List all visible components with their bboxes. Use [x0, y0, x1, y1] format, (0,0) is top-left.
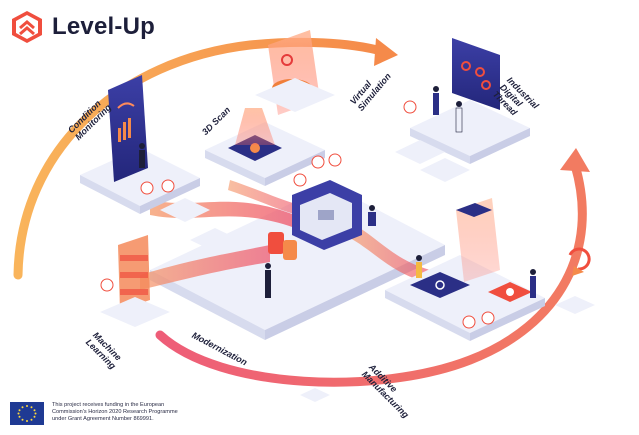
person-operator [369, 205, 375, 211]
badge-icon-7 [100, 278, 114, 292]
recycle-icon [568, 247, 591, 271]
person-thread-1 [433, 86, 439, 92]
printer-box [456, 198, 500, 282]
person-monitoring [139, 143, 145, 149]
flow-arrow-bottom [155, 160, 587, 387]
blueprint-pad [410, 272, 470, 298]
funding-footer: This project receives funding in the Eur… [10, 402, 227, 425]
alert-badge-icon [293, 173, 307, 187]
flow-arrow-top [13, 37, 390, 280]
badge-icon-5 [311, 155, 325, 169]
badge-icon-8 [462, 315, 476, 329]
person-thread-2 [456, 101, 462, 107]
badge-icon-9 [481, 311, 495, 325]
data-ribbon-3 [350, 225, 430, 282]
person-additive-2 [530, 269, 536, 275]
brand-title: Level-Up [52, 13, 155, 40]
badge-icon-6 [328, 153, 342, 167]
wifi-badge-icon [140, 181, 154, 195]
wifi-icon [117, 102, 135, 109]
gear-icon-2 [435, 280, 445, 290]
wifi-badge-icon-2 [403, 100, 417, 114]
search-badge-icon [161, 179, 175, 193]
brand-header: Level-Up [10, 10, 155, 44]
gear-icon [281, 54, 293, 66]
person-additive-1 [416, 255, 422, 261]
additive-platform [385, 255, 545, 333]
barrel-icon [268, 232, 284, 254]
level-up-shield-icon [12, 11, 42, 43]
data-ribbon-4 [228, 180, 300, 215]
data-ribbon-2 [140, 245, 270, 290]
person-modernization [265, 263, 271, 269]
eu-flag-icon [10, 402, 44, 425]
flow-arrow-bottom-head [560, 148, 590, 172]
scan-beam [235, 108, 275, 145]
flow-arrow-top-head [374, 38, 398, 66]
funding-text: This project receives funding in the Eur… [52, 402, 178, 422]
